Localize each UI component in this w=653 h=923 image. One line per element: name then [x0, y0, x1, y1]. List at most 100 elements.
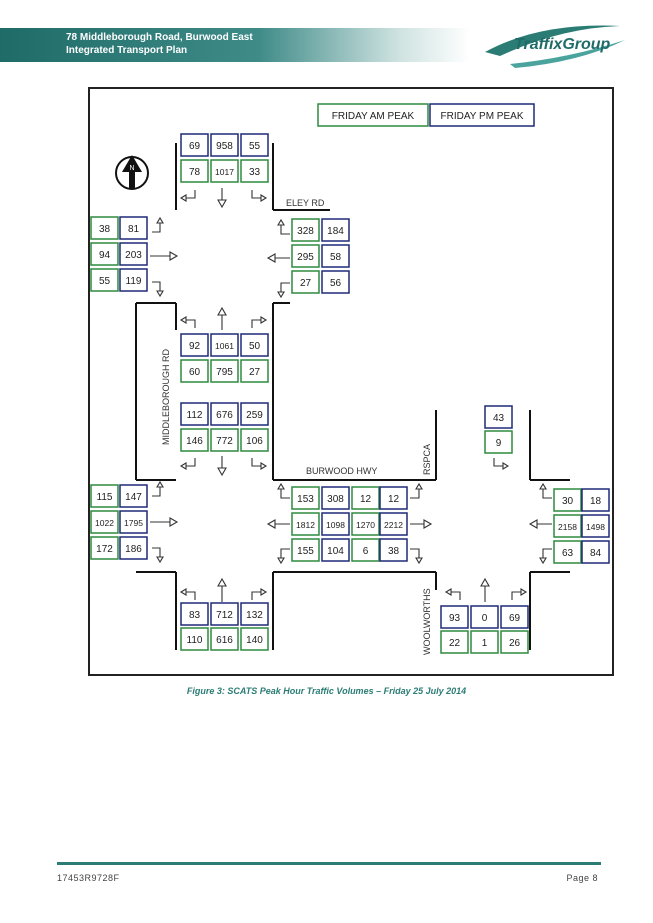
road-label-eley: ELEY RD: [286, 198, 325, 208]
volume-box: [210, 602, 239, 626]
volume-box: [119, 536, 148, 560]
volume-box: [180, 359, 209, 383]
volume-box: [119, 216, 148, 240]
volume-value: 132: [246, 610, 263, 621]
volume-box: [379, 538, 408, 562]
volume-box: [119, 242, 148, 266]
road-label-rspca: RSPCA: [422, 444, 432, 475]
volume-value: 140: [246, 635, 263, 646]
volume-value: 203: [125, 250, 142, 261]
volume-box: [500, 605, 529, 629]
volume-value: 27: [249, 367, 261, 378]
volume-box: [553, 540, 582, 564]
volume-box: [553, 488, 582, 512]
volume-box: [321, 512, 350, 536]
volume-value: 1812: [296, 520, 315, 530]
volume-value: 146: [186, 436, 203, 447]
volume-value: 308: [327, 494, 344, 505]
header-bar: 78 Middleborough Road, Burwood East Inte…: [0, 28, 470, 62]
volume-value: 1498: [586, 522, 605, 532]
volume-box: [240, 602, 269, 626]
volume-box: [484, 430, 513, 454]
volume-value: 81: [128, 224, 140, 235]
volume-value: 92: [189, 341, 201, 352]
volume-box: [240, 159, 269, 183]
volume-value: 55: [249, 141, 261, 152]
volume-box: [321, 486, 350, 510]
volume-box: [379, 486, 408, 510]
volume-box: [240, 359, 269, 383]
volume-box: [240, 333, 269, 357]
volume-value: 1022: [95, 518, 114, 528]
legend: FRIDAY AM PEAK FRIDAY PM PEAK: [317, 103, 535, 127]
volume-value: 295: [297, 252, 314, 263]
footer-divider: [57, 862, 601, 865]
volume-value: 38: [388, 546, 400, 557]
volume-value: 795: [216, 367, 233, 378]
volume-value: 616: [216, 635, 233, 646]
road-label-woolworths: WOOLWORTHS: [422, 588, 432, 655]
volume-box: [291, 270, 320, 294]
volume-value: 104: [327, 546, 344, 557]
volume-value: 69: [189, 141, 201, 152]
volume-box: [180, 428, 209, 452]
volume-box: [180, 627, 209, 651]
volume-value: 33: [249, 167, 261, 178]
volume-box: [90, 268, 119, 292]
volume-box: [581, 514, 610, 538]
volume-value: 153: [297, 494, 314, 505]
volume-value: 172: [96, 544, 113, 555]
volume-box: [240, 133, 269, 157]
volume-box: [119, 484, 148, 508]
volume-box: [210, 159, 239, 183]
volume-value: 83: [189, 610, 201, 621]
volume-box: [119, 268, 148, 292]
volume-value: 0: [482, 613, 488, 624]
volume-value: 6: [363, 546, 369, 557]
volume-box: [321, 270, 350, 294]
volume-box: [553, 514, 582, 538]
traffic-figure-frame: [88, 87, 614, 676]
volume-value: 12: [388, 494, 400, 505]
volume-box: [210, 333, 239, 357]
volume-box: [379, 512, 408, 536]
volume-value: 26: [509, 638, 521, 649]
volume-box: [180, 402, 209, 426]
volume-value: 1017: [215, 167, 234, 177]
legend-pm: FRIDAY PM PEAK: [441, 111, 524, 122]
footer-doc-number: 17453R9728F: [57, 873, 120, 883]
volume-value: 1061: [215, 341, 234, 351]
volume-value: 69: [509, 613, 521, 624]
volume-value: 50: [249, 341, 261, 352]
volume-value: 27: [300, 278, 312, 289]
volume-value: 18: [590, 496, 602, 507]
legend-am: FRIDAY AM PEAK: [332, 111, 415, 122]
volume-value: 94: [99, 250, 111, 261]
volume-box: [440, 605, 469, 629]
traffix-logo: [485, 25, 625, 68]
volume-box: [240, 627, 269, 651]
volume-box: [210, 133, 239, 157]
volume-box: [90, 510, 119, 534]
volume-box: [500, 630, 529, 654]
volume-box: [440, 630, 469, 654]
volume-box: [291, 486, 320, 510]
volume-box: [210, 627, 239, 651]
footer-page-number: Page 8: [566, 873, 598, 883]
volume-value: 147: [125, 492, 142, 503]
volume-box: [351, 538, 380, 562]
volume-value: 1270: [356, 520, 375, 530]
volume-value: 43: [493, 413, 505, 424]
volume-value: 60: [189, 367, 201, 378]
volume-box: [180, 602, 209, 626]
volume-value: 9: [496, 438, 502, 449]
road-label-middleborough: MIDDLEBOROUGH RD: [161, 348, 171, 445]
volume-value: 55: [99, 276, 111, 287]
volume-value: 186: [125, 544, 142, 555]
volume-box: [351, 512, 380, 536]
volume-box: [180, 133, 209, 157]
volume-value: 56: [330, 278, 342, 289]
volume-value: 2158: [558, 522, 577, 532]
volume-box: [90, 216, 119, 240]
